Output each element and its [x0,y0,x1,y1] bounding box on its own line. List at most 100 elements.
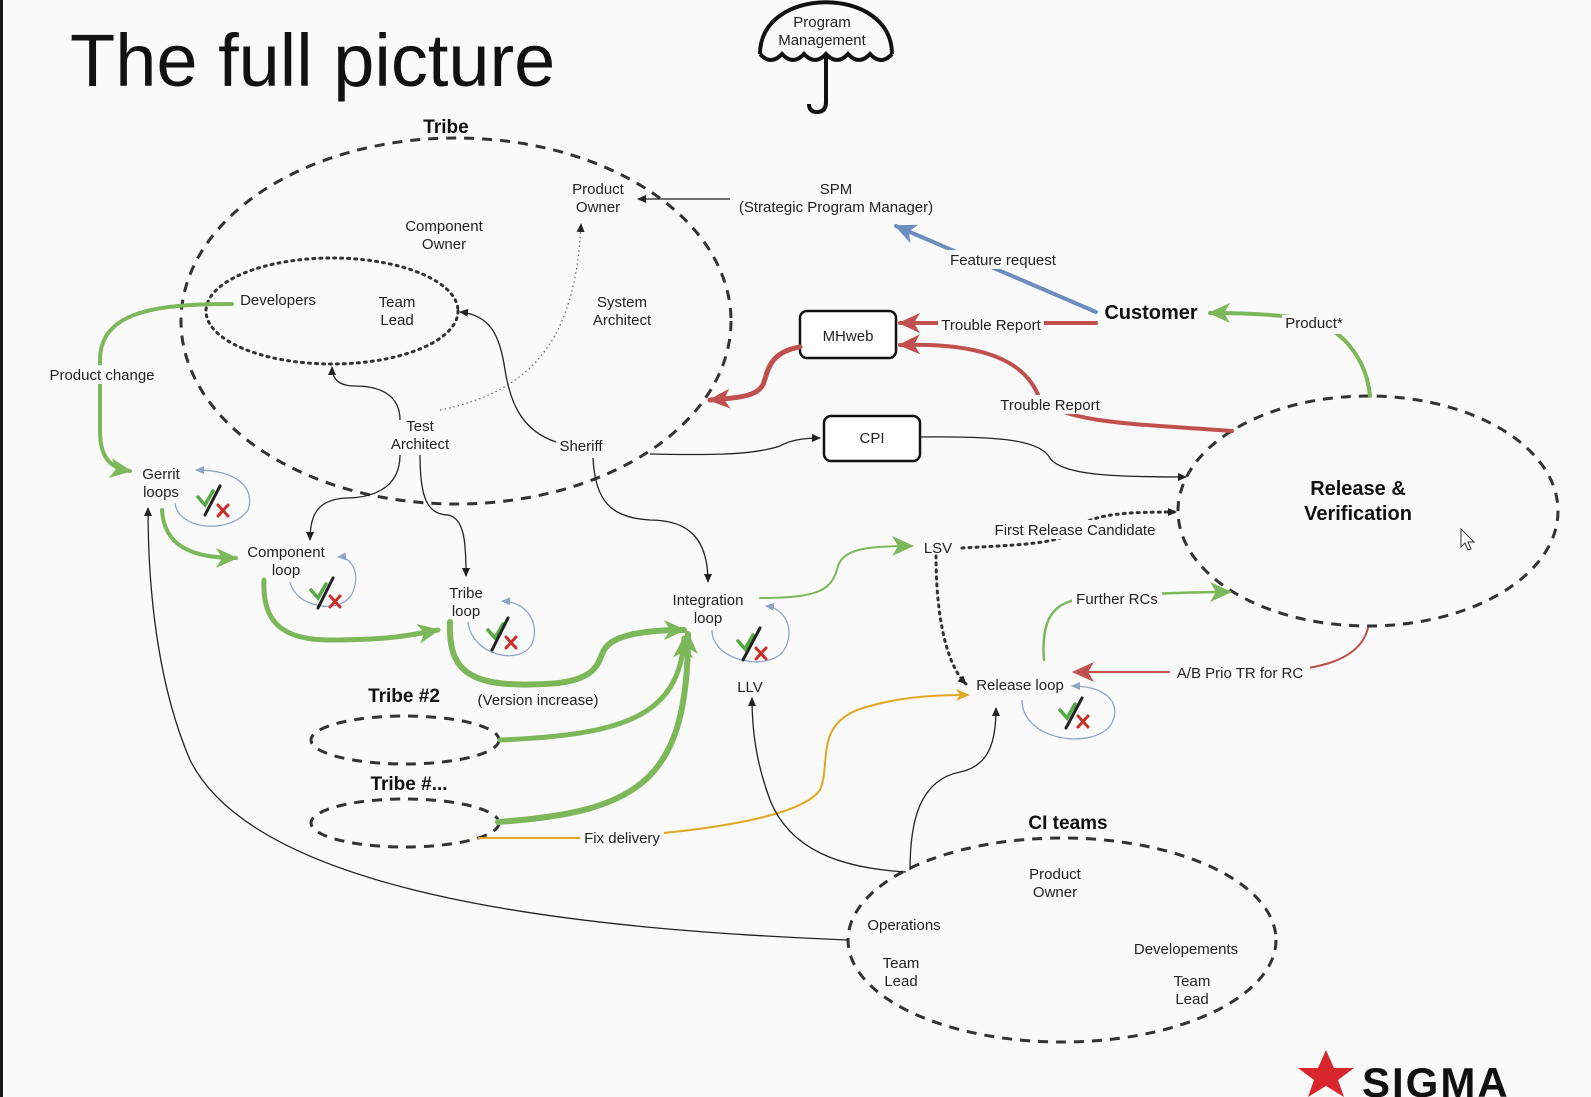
tribe-boundary [179,136,733,506]
component-loop-label-1: Component [247,544,325,561]
ab-prio-bg [1170,663,1310,682]
llv-label: LLV [737,679,763,696]
cpi-box [822,414,922,463]
product-owner-label-1: Product [572,181,625,198]
sigma-logo: SIGMA [1298,1050,1510,1097]
tribe2-heading: Tribe #2 [368,686,440,707]
ci-team-lead-left-1: Team [883,955,920,972]
ci-developments-label: Developements [1134,941,1238,958]
umbrella-label-line2: Management [778,32,866,49]
tribe-check-x-icon [486,616,518,652]
integration-cycle-arrow [711,602,790,663]
gerrit-loops-label-1: Gerrit [142,466,180,483]
sheriff-to-team-arrow [459,308,557,443]
team-boundary [204,256,460,366]
release-cycle-arrow [1021,682,1116,740]
component-loop-label-2: loop [272,562,300,579]
lsv-to-release-dotted-arrow [934,554,968,686]
gerrit-to-component-arrow [160,508,238,568]
release-verification-label-1: Release & [1310,478,1406,500]
mhweb-box [798,309,898,360]
component-check-x-icon [309,576,342,610]
first-rc-bg [988,520,1162,539]
tribe-heading: Tribe [423,117,468,138]
integration-loop-label-2: loop [694,610,722,627]
mouse-cursor-icon [1460,527,1476,551]
test-architect-to-team-arrow [328,366,401,421]
cpi-label: CPI [859,430,884,447]
gerrit-cycle-arrow [174,466,251,527]
mhweb-to-tribe-arrow [707,344,803,409]
integration-loop-label-1: Integration [673,592,744,609]
component-owner-label-1: Component [405,218,483,235]
tribe2-boundary [309,714,501,766]
ci-team-lead-right-1: Team [1174,973,1211,990]
spm-label-1: SPM [820,181,853,198]
left-edge-bar [0,0,3,1097]
version-increase-label: (Version increase) [478,692,599,709]
product-change-label: Product change [49,367,154,384]
tribe-more-boundary [309,797,501,849]
feature-request-label: Feature request [950,252,1057,269]
component-owner-label-2: Owner [422,236,466,253]
trouble-report-1-bg [938,315,1044,334]
component-cycle-arrow [289,552,357,607]
ci-team-lead-left-2: Lead [884,973,917,990]
developers-label: Developers [240,292,316,309]
tribe-to-cpi-arrow [649,434,821,456]
trouble-report-label-1: Trouble Report [941,317,1041,334]
product-change-arrow [98,302,234,478]
component-to-tribe-arrow [261,577,441,644]
team-lead-label-1: Team [379,294,416,311]
gerrit-loops-label-2: loops [143,484,179,501]
team-lead-label-2: Lead [380,312,413,329]
integration-to-lsv-arrow [759,536,914,599]
ci-product-owner-label-2: Owner [1033,884,1077,901]
product-change-bg [44,365,160,384]
further-rcs-label: Further RCs [1076,591,1158,608]
ci-to-release-arrow [909,707,1000,871]
trouble-report-2-bg [996,395,1104,414]
gerrit-check-x-icon [196,484,230,518]
ci-team-lead-right-2: Lead [1175,991,1208,1008]
tribe-cycle-arrow [467,597,536,657]
tribe-to-integration-arrow [446,619,687,688]
release-verification-label-2: Verification [1304,503,1412,525]
system-architect-label-2: Architect [593,312,652,329]
sigma-logo-text: SIGMA [1362,1059,1510,1097]
test-architect-to-tribe-loop-arrow [419,454,470,577]
tribe-loop-label-1: Tribe [449,585,483,602]
product-star-bg [1282,315,1346,334]
sheriff-to-integration-loop-arrow [592,457,712,583]
tribe-more-heading: Tribe #... [370,774,447,795]
ci-to-llv-arrow [748,697,907,873]
tribe-more-to-integration-arrow [495,631,698,825]
integration-check-x-icon [736,626,768,662]
ci-operations-label: Operations [867,917,940,934]
fix-delivery-arrow [478,689,970,839]
system-architect-label-1: System [597,294,647,311]
first-rc-dotted-arrow [960,508,1178,550]
further-rcs-bg [1072,590,1162,609]
fix-delivery-bg [580,829,664,848]
test-architect-label-1: Test [406,418,434,435]
sheriff-label: Sheriff [559,438,603,455]
customer-label: Customer [1104,302,1198,324]
test-architect-to-component-loop-arrow [306,454,401,541]
umbrella-label-line1: Program [793,14,851,31]
first-release-candidate-label: First Release Candidate [995,522,1156,539]
spm-label-2: (Strategic Program Manager) [739,199,933,216]
product-star-label: Product* [1285,315,1343,332]
feature-request-bg [944,250,1060,269]
tribe-loop-label-2: loop [452,603,480,620]
cpi-to-rv-arrow [919,436,1187,481]
test-architect-to-po-dotted [439,223,585,411]
mhweb-label: MHweb [823,328,874,345]
trouble-report-label-2: Trouble Report [1000,397,1100,414]
umbrella-icon: Program Management [758,0,894,115]
product-owner-label-2: Owner [576,199,620,216]
trouble-report-rv-arrow [898,334,1234,433]
ci-product-owner-label-1: Product [1029,866,1082,883]
ab-prio-label: A/B Prio TR for RC [1177,665,1304,682]
